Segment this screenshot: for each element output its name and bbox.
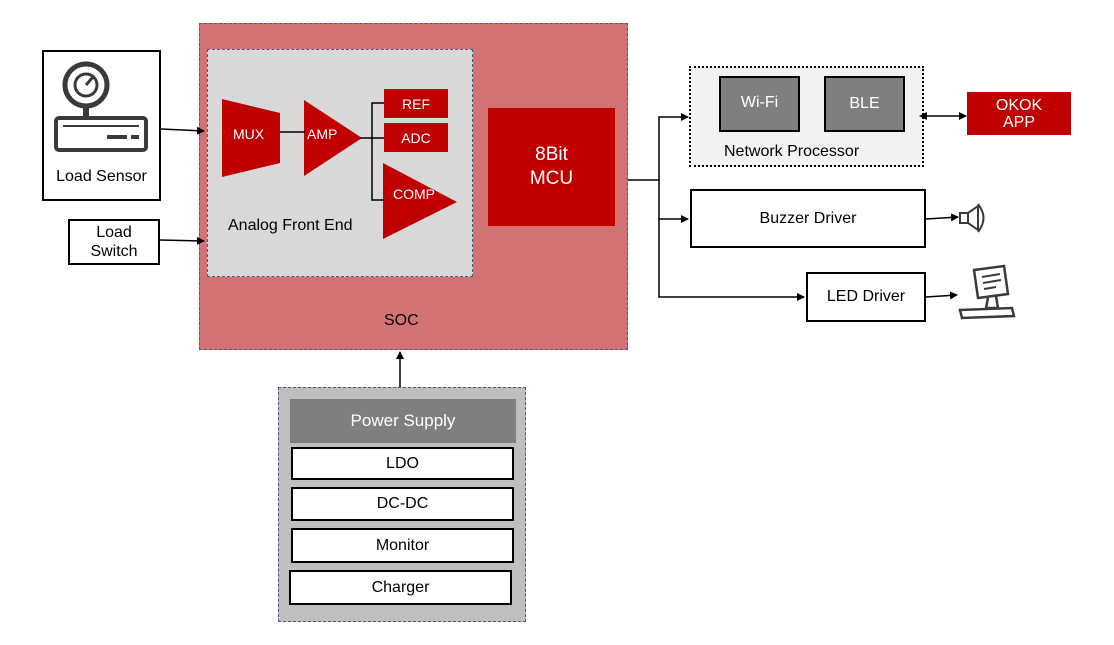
- mcu-led-line: [658, 219, 805, 301]
- mcu-label-line2: MCU: [529, 168, 574, 189]
- display-icon: [958, 264, 1016, 320]
- scale-gauge-icon: [54, 61, 148, 152]
- okok-app-label-line2: APP: [1002, 113, 1035, 131]
- okok-app-label-line1: OKOK: [995, 96, 1043, 114]
- monitor-block: Monitor: [291, 528, 514, 563]
- buzzer-driver-label: Buzzer Driver: [759, 209, 857, 227]
- charger-block: Charger: [289, 570, 512, 605]
- led-driver-label: LED Driver: [826, 288, 906, 305]
- network-processor-label: Network Processor: [724, 143, 860, 160]
- amp-block: [304, 100, 362, 176]
- led-driver-block: LED Driver: [806, 272, 926, 322]
- dc-dc-block: DC-DC: [291, 487, 514, 521]
- power-supply-title: Power Supply: [290, 399, 516, 443]
- okok-app-block: OKOK APP: [967, 92, 1071, 135]
- buzzer-driver-block: Buzzer Driver: [690, 189, 926, 248]
- mcu-buzzer-line: [658, 180, 689, 223]
- load-switch-label: Load Switch: [90, 224, 138, 260]
- comp-label: COMP: [393, 186, 435, 202]
- ldo-block: LDO: [291, 447, 514, 480]
- buzzer-icon: [959, 203, 985, 233]
- load-switch-block: Load Switch: [68, 219, 160, 265]
- soc-label: SOC: [384, 312, 419, 329]
- analog-front-end-label: Analog Front End: [228, 217, 353, 234]
- mcu-block: 8Bit MCU: [488, 108, 615, 226]
- mux-label: MUX: [233, 126, 265, 142]
- mux-block: [222, 99, 280, 177]
- load-switch-arrow: [159, 236, 205, 245]
- ref-block: REF: [384, 89, 448, 118]
- wifi-block: Wi-Fi: [719, 76, 800, 132]
- load-sensor-label: Load Sensor: [56, 168, 147, 185]
- comp-block: [383, 163, 457, 239]
- load-sensor-arrow: [160, 126, 205, 135]
- amp-branch-line: [371, 102, 384, 201]
- mcu-bus-line: [628, 113, 689, 181]
- adc-block: ADC: [384, 123, 448, 152]
- led-out-arrow: [925, 291, 958, 300]
- buzzer-out-arrow: [925, 213, 959, 222]
- amp-label: AMP: [307, 126, 338, 142]
- ble-block: BLE: [824, 76, 905, 132]
- mcu-label-line1: 8Bit: [535, 144, 568, 165]
